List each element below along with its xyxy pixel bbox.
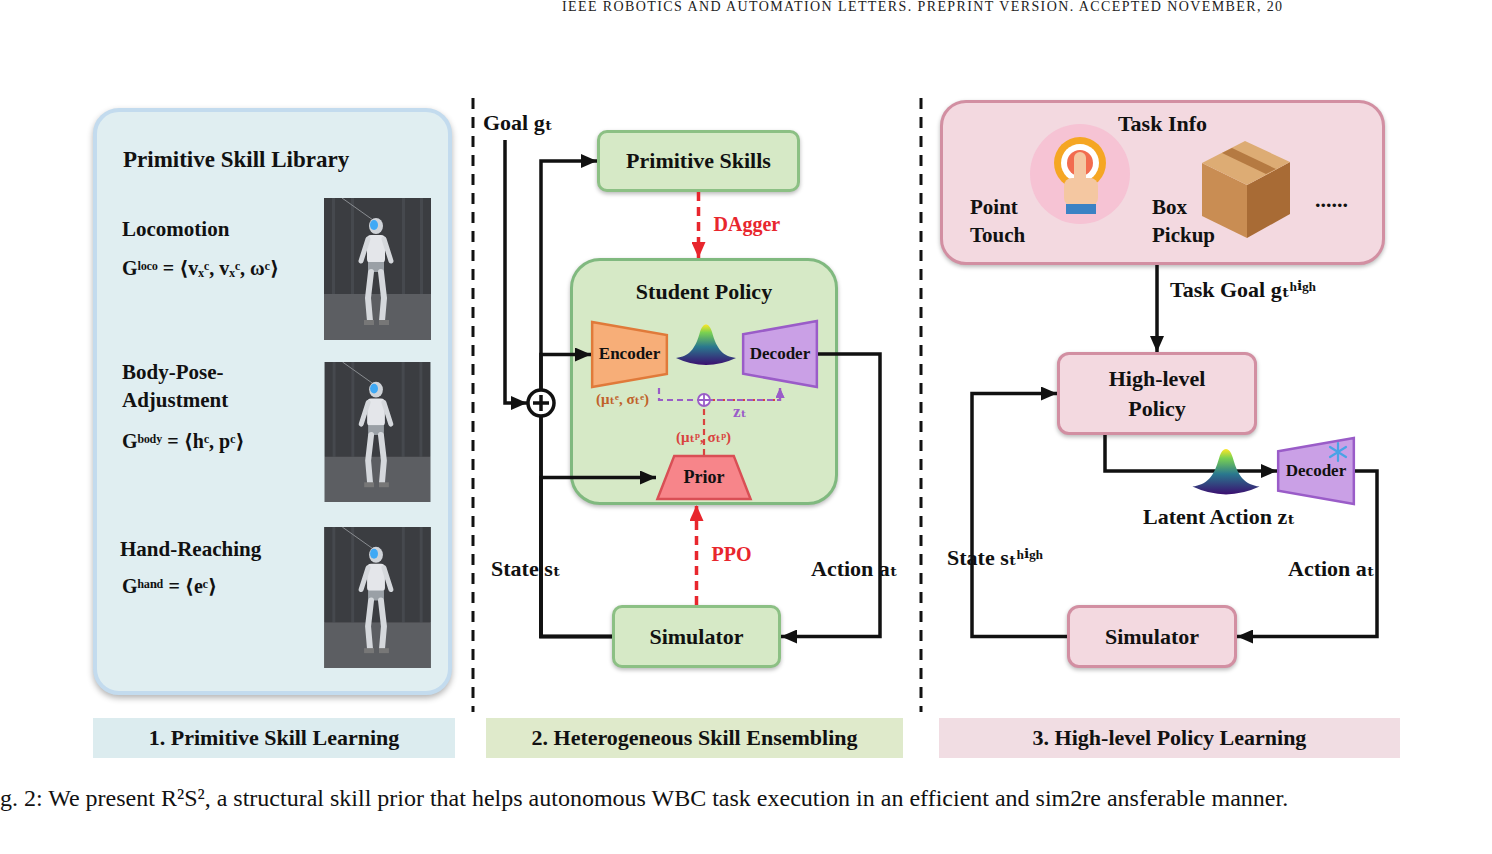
latent-action-arrow	[1105, 435, 1277, 471]
gaussian-distribution	[1192, 449, 1259, 494]
supervision-arrow	[697, 192, 701, 258]
rl-arrow	[695, 505, 699, 605]
decoder-trapezoid: Decoder	[1277, 437, 1355, 505]
text-label: State sₜ	[491, 556, 561, 582]
node-text: Gʰᵃⁿᵈ = ⟨eᶜ⟩	[122, 573, 337, 600]
node-text: Box Pickup	[1152, 193, 1242, 250]
text-label: (μₜᵖ, σₜᵖ)	[676, 428, 731, 446]
policy-container: Student PolicyEncoder DecoderPrior	[570, 258, 838, 505]
skill-library-panel: Primitive Skill LibraryLocomotionGˡᵒᶜᵒ =…	[93, 108, 452, 695]
process-box: Primitive Skills	[597, 130, 800, 192]
text-label: zₜ	[733, 402, 747, 422]
text-label: Action aₜ	[811, 556, 898, 582]
text-label: Task Goal gₜʰⁱᵍʰ	[1170, 277, 1316, 303]
node-title: 2. Heterogeneous Skill Ensembling	[532, 723, 858, 753]
task-info-panel: Task InfoPoint Touch Box Pickup......	[940, 100, 1385, 265]
text-label: State sₜʰⁱᵍʰ	[947, 545, 1043, 571]
node-text: Hand-Reaching	[120, 535, 320, 563]
panel-separator	[472, 98, 475, 712]
figure-caption: g. 2: We present R²S², a structural skil…	[0, 781, 1492, 815]
node-text: Body-Pose-Adjustment	[122, 358, 312, 415]
stage-band: 1. Primitive Skill Learning	[93, 718, 455, 758]
node-title: Student Policy	[636, 277, 772, 307]
goal-arrow	[1155, 265, 1159, 352]
node-text: Gˡᵒᶜᵒ = ⟨vₓᶜ, vₓᶜ, ωᶜ⟩	[122, 255, 337, 282]
node-title: 1. Primitive Skill Learning	[149, 723, 400, 753]
prior-trapezoid: Prior	[656, 455, 752, 500]
sum-symbol	[528, 390, 554, 416]
node-title: Prior	[684, 465, 725, 489]
decoder-trapezoid-outline	[1278, 438, 1354, 504]
node-title: Simulator	[649, 622, 743, 652]
node-title: Task Info	[943, 109, 1382, 139]
node-title: Primitive Skills	[626, 146, 771, 176]
prior-trapezoid-outline	[657, 456, 750, 499]
goal-input-line	[505, 140, 527, 403]
node-title: Decoder	[750, 343, 810, 366]
node-title: Simulator	[1105, 622, 1199, 652]
node-text: Point Touch	[970, 193, 1050, 250]
encoder-trapezoid: Encoder	[591, 321, 668, 388]
goal-input-line	[505, 140, 527, 403]
text-label: Latent Action zₜ	[1143, 504, 1295, 530]
stage-band: 3. High-level Policy Learning	[939, 718, 1400, 758]
node-title: Decoder	[1286, 460, 1346, 483]
decoder-trapezoid-outline	[743, 321, 817, 387]
sum-symbol	[528, 390, 554, 416]
encoder-trapezoid-outline	[592, 322, 667, 387]
high-level-policy-box: High-level Policy	[1057, 352, 1257, 435]
node-title: Encoder	[599, 343, 660, 366]
panel-separator	[920, 98, 923, 712]
node-text: Gᵇᵒᵈʸ = ⟨hᶜ, pᶜ⟩	[122, 428, 337, 455]
text-label: Goal gₜ	[483, 110, 553, 136]
sum-symbol	[533, 395, 549, 411]
node-text: Locomotion	[122, 215, 322, 243]
running-header: IEEE ROBOTICS AND AUTOMATION LETTERS. PR…	[562, 0, 1284, 16]
edge-label: PPO	[712, 542, 752, 566]
decoder-trapezoid: Decoder	[742, 320, 818, 388]
stage-band: 2. Heterogeneous Skill Ensembling	[486, 718, 903, 758]
state-arrow	[972, 394, 1067, 637]
node-title: High-level Policy	[1092, 364, 1222, 423]
simulator-box: Simulator	[612, 605, 781, 668]
node-title: Primitive Skill Library	[123, 144, 433, 175]
node-title: 3. High-level Policy Learning	[1033, 723, 1307, 753]
node-text: ......	[1315, 185, 1375, 215]
text-label: (μₜᵉ, σₜᵉ)	[596, 390, 649, 408]
panel-separator	[473, 98, 921, 712]
edge-label: DAgger	[714, 212, 781, 236]
text-label: Action aₜ	[1288, 556, 1375, 582]
simulator-box: Simulator	[1067, 605, 1237, 668]
